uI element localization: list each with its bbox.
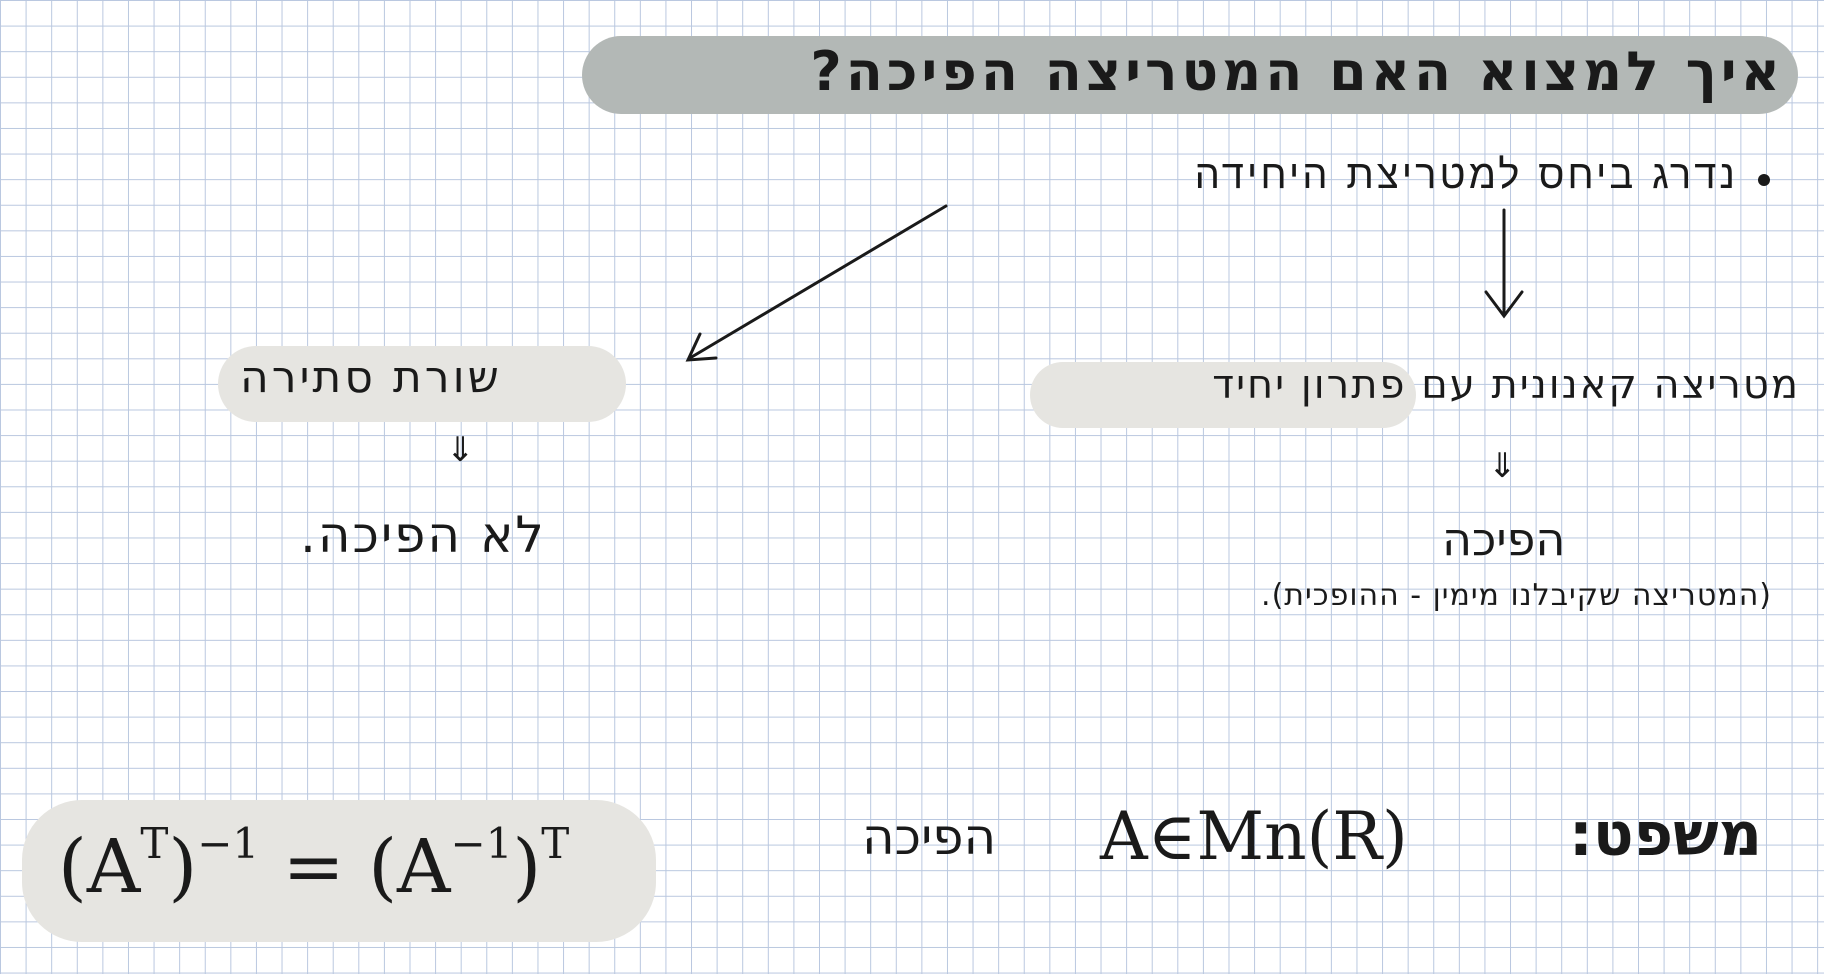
canonical-row: מטריצה קאנונית עם פתרון יחיד — [1212, 362, 1800, 408]
formula-left-close: ) — [168, 824, 198, 910]
left-arrow-icon — [688, 204, 948, 360]
implies-right: ⇓ — [1488, 446, 1517, 486]
formula-highlight — [22, 800, 656, 942]
formula-right-base: (A — [368, 824, 451, 910]
example-invertible-word: הפיכה — [862, 808, 997, 866]
formula-right-outer-sup: T — [541, 819, 570, 869]
formula-right-close: ) — [512, 824, 542, 910]
transpose-inverse-formula: (AT)−1 = (A−1)T — [58, 819, 569, 910]
formula-left-outer-sup: −1 — [197, 819, 260, 869]
unique-solution-text: עם פתרון יחיד — [1212, 362, 1477, 408]
title-highlight — [582, 36, 1798, 114]
theorem-label: משפט: — [1568, 800, 1762, 870]
not-invertible-result: לא הפיכה. — [300, 506, 546, 564]
formula-left-sup: T — [140, 819, 169, 869]
canonical-prefix: מטריצה קאנונית — [1491, 362, 1800, 408]
unique-solution-highlight — [1030, 362, 1416, 428]
invertible-result: הפיכה — [1442, 512, 1566, 566]
contradiction-highlight — [218, 346, 626, 422]
contradiction-row: שורת סתירה — [240, 352, 502, 403]
formula-right-sup: −1 — [450, 819, 513, 869]
left-arrowhead-icon — [685, 332, 718, 362]
example-expression: A∈Mn(R) — [1100, 798, 1408, 875]
formula-equals: = — [259, 824, 369, 910]
inverse-note: (המטריצה שקיבלנו מימין - ההופכית). — [1261, 578, 1772, 613]
implies-left: ⇓ — [446, 430, 475, 470]
intro-text: נדרג ביחס למטריצת היחידה — [1194, 152, 1738, 198]
formula-left-base: (A — [58, 824, 141, 910]
bullet-icon — [1758, 174, 1770, 186]
down-arrowhead-icon — [1484, 290, 1524, 319]
page-title: איך למצוא האם המטריצה הפיכה? — [810, 40, 1784, 103]
